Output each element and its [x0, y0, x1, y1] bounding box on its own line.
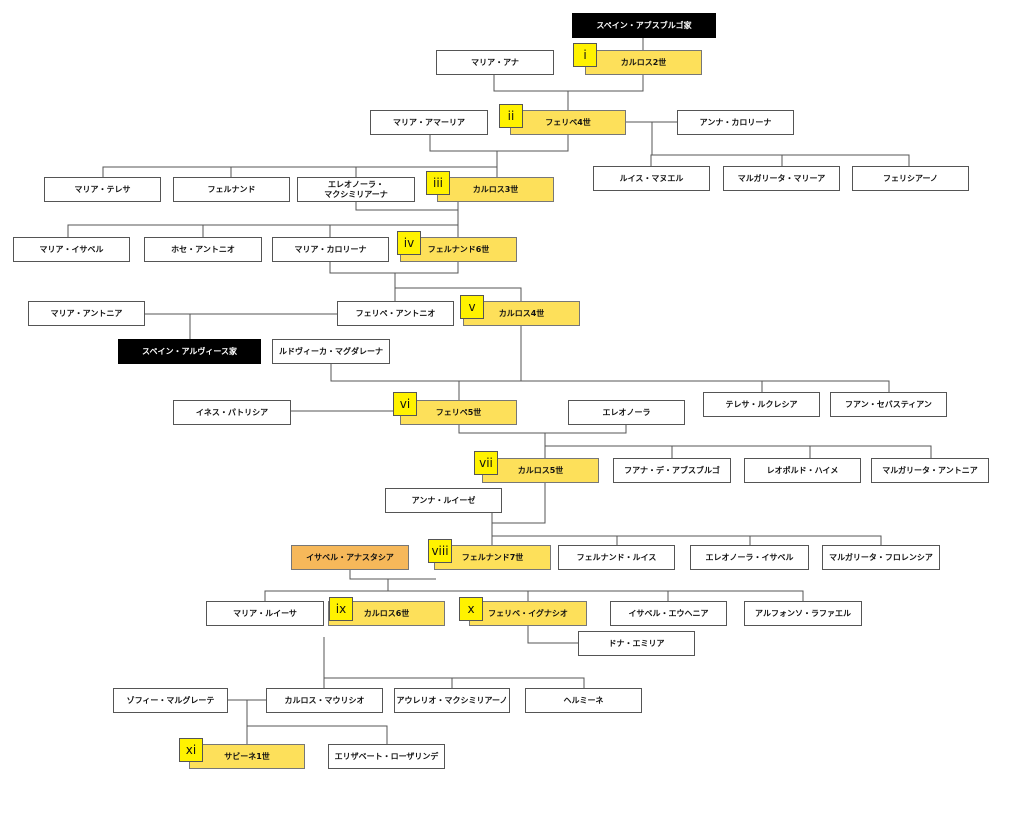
person-luis-manuel[interactable]: ルイス・マヌエル [593, 166, 710, 191]
person-elisabeth-rosalinde[interactable]: エリザベート・ローザリンデ [328, 744, 445, 769]
person-fernando-luis[interactable]: フェルナンド・ルイス [558, 545, 675, 570]
house-alvis: スペイン・アルヴィース家 [118, 339, 261, 364]
person-maria-antonia[interactable]: マリア・アントニア [28, 301, 145, 326]
person-dona-emilia[interactable]: ドナ・エミリア [578, 631, 695, 656]
person-margarita-florencia[interactable]: マルガリータ・フロレンシア [822, 545, 940, 570]
ruler-fernando-7[interactable]: フェルナンド7世 [434, 545, 551, 570]
person-maria-carolina[interactable]: マリア・カロリーナ [272, 237, 389, 262]
ruler-felipe-4[interactable]: フェリペ4世 [510, 110, 626, 135]
person-leopoldo-jaime[interactable]: レオポルド・ハイメ [744, 458, 861, 483]
ruler-number-badge: iv [397, 231, 421, 255]
ruler-number-badge: ix [329, 597, 353, 621]
person-feliciano[interactable]: フェリシアーノ [852, 166, 969, 191]
ruler-carlos-2[interactable]: カルロス2世 [585, 50, 702, 75]
person-felipe-antonio[interactable]: フェリペ・アントニオ [337, 301, 454, 326]
person-maria-ana[interactable]: マリア・アナ [436, 50, 554, 75]
house-habsburg: スペイン・アブスブルゴ家 [572, 13, 716, 38]
person-eleonora[interactable]: エレオノーラ [568, 400, 685, 425]
person-maria-teresa[interactable]: マリア・テレサ [44, 177, 161, 202]
name-line-1: エレオノーラ・ [328, 180, 384, 190]
ruler-number-badge: v [460, 295, 484, 319]
ruler-number-badge: x [459, 597, 483, 621]
person-maria-luisa[interactable]: マリア・ルイーサ [206, 601, 324, 626]
person-margarita-antonia[interactable]: マルガリータ・アントニア [871, 458, 989, 483]
person-jose-antonio[interactable]: ホセ・アントニオ [144, 237, 262, 262]
person-isabel-eugenia[interactable]: イサベル・エウヘニア [610, 601, 727, 626]
ruler-number-badge: ii [499, 104, 523, 128]
ruler-felipe-5[interactable]: フェリペ5世 [400, 400, 517, 425]
ruler-number-badge: vi [393, 392, 417, 416]
ruler-felipe-ignacio[interactable]: フェリペ・イグナシオ [469, 601, 587, 626]
ruler-number-badge: vii [474, 451, 498, 475]
person-carlos-mauricio[interactable]: カルロス・マウリシオ [266, 688, 383, 713]
person-isabel-anastasia[interactable]: イサベル・アナスタシア [291, 545, 409, 570]
person-maria-amaria[interactable]: マリア・アマーリア [370, 110, 488, 135]
person-ines-patricia[interactable]: イネス・パトリシア [173, 400, 291, 425]
ruler-number-badge: iii [426, 171, 450, 195]
ruler-carlos-3[interactable]: カルロス3世 [437, 177, 554, 202]
person-maria-isabel[interactable]: マリア・イサベル [13, 237, 130, 262]
ruler-number-badge: viii [428, 539, 452, 563]
person-anna-carolina[interactable]: アンナ・カロリーナ [677, 110, 794, 135]
person-anna-louise[interactable]: アンナ・ルイーゼ [385, 488, 502, 513]
person-eleonora-isabel[interactable]: エレオノーラ・イサベル [690, 545, 809, 570]
person-fernando[interactable]: フェルナンド [173, 177, 290, 202]
ruler-number-badge: i [573, 43, 597, 67]
person-alfonso-rafael[interactable]: アルフォンソ・ラファエル [744, 601, 862, 626]
person-teresa-lucrecia[interactable]: テレサ・ルクレシア [703, 392, 820, 417]
ruler-number-badge: xi [179, 738, 203, 762]
person-aurelio-maximiliano[interactable]: アウレリオ・マクシミリアーノ [394, 688, 510, 713]
person-juan-sebastian[interactable]: フアン・セバスティアン [830, 392, 947, 417]
person-eleonora-maximiliana[interactable]: エレオノーラ・ マクシミリアーナ [297, 177, 415, 202]
ruler-carlos-5[interactable]: カルロス5世 [482, 458, 599, 483]
person-sophie-margarethe[interactable]: ゾフィー・マルグレーテ [113, 688, 228, 713]
person-herminia[interactable]: ヘルミーネ [525, 688, 642, 713]
ruler-sabine-1[interactable]: サビーネ1世 [189, 744, 305, 769]
person-juana-de-habsburgo[interactable]: フアナ・デ・アブスブルゴ [613, 458, 731, 483]
person-margarita-maria[interactable]: マルガリータ・マリーア [723, 166, 840, 191]
person-ludovica-magdalena[interactable]: ルドヴィーカ・マグダレーナ [272, 339, 390, 364]
name-line-2: マクシミリアーナ [324, 189, 388, 199]
